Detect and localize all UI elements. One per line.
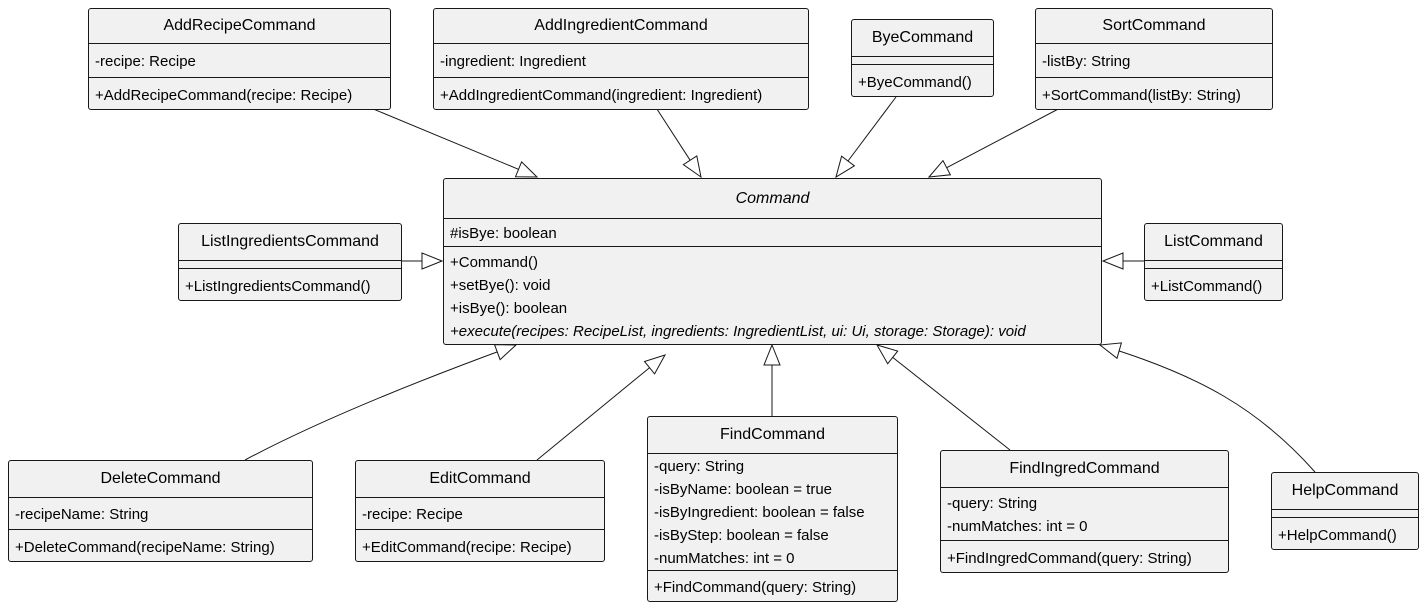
field-row: -numMatches: int = 0 — [654, 550, 795, 567]
field-row: #isBye: boolean — [450, 225, 557, 242]
class-name: AddIngredientCommand — [534, 17, 708, 34]
fields-section: -listBy: String — [1036, 43, 1272, 77]
method-row: +EditCommand(recipe: Recipe) — [362, 539, 572, 556]
class-name: DeleteCommand — [100, 470, 221, 487]
fields-section — [1272, 509, 1418, 517]
class-name: FindCommand — [720, 426, 825, 443]
inheritance-arrowhead-list-ingredients — [421, 252, 444, 270]
methods-section: +FindCommand(query: String) — [648, 570, 897, 603]
fields-section: -query: String -numMatches: int = 0 — [941, 487, 1228, 540]
method-row: +ListIngredientsCommand() — [185, 278, 371, 295]
inheritance-arrowhead-edit — [643, 354, 667, 375]
inheritance-line-delete — [244, 344, 517, 461]
fields-section — [852, 56, 993, 64]
class-find-command[interactable]: FindCommand -query: String -isByName: bool… — [647, 416, 898, 602]
method-row: +DeleteCommand(recipeName: String) — [15, 539, 275, 556]
field-row: -recipe: Recipe — [362, 506, 463, 523]
fields-section: -recipeName: String — [9, 497, 312, 529]
class-name: SortCommand — [1102, 17, 1206, 34]
method-row: +execute(recipes: RecipeList, ingredient… — [450, 323, 1026, 340]
class-bye-command[interactable]: ByeCommand +ByeCommand() — [851, 19, 994, 97]
class-add-recipe-command[interactable]: AddRecipeCommand -recipe: Recipe +AddRecip… — [88, 8, 391, 110]
method-row: +ListCommand() — [1151, 278, 1263, 295]
methods-section: +DeleteCommand(recipeName: String) — [9, 529, 312, 563]
field-row: -recipe: Recipe — [95, 53, 196, 70]
class-name: FindIngredCommand — [1009, 460, 1160, 477]
fields-section: -ingredient: Ingredient — [434, 43, 808, 77]
class-name: Command — [735, 190, 810, 207]
method-row: +AddRecipeCommand(recipe: Recipe) — [95, 87, 353, 104]
class-sort-command[interactable]: SortCommand -listBy: String +SortCommand(l… — [1035, 8, 1273, 110]
inheritance-line-add-recipe — [365, 105, 519, 170]
class-list-ingredients-command[interactable]: ListIngredientsCommand +ListIngredientsCo… — [178, 223, 402, 301]
method-row: +setBye(): void — [450, 277, 551, 294]
inheritance-arrowhead-find-ingred — [875, 344, 899, 365]
method-row: +FindCommand(query: String) — [654, 579, 857, 596]
class-add-ingredient-command[interactable]: AddIngredientCommand -ingredient: Ingredi… — [433, 8, 809, 110]
method-row: +isBye(): boolean — [450, 300, 568, 317]
fields-section — [1145, 260, 1282, 268]
method-row: +AddIngredientCommand(ingredient: Ingred… — [440, 87, 763, 104]
class-name: HelpCommand — [1291, 482, 1399, 499]
fields-section: -recipe: Recipe — [89, 43, 390, 77]
field-row: -query: String — [654, 458, 745, 475]
inheritance-line-edit — [536, 367, 650, 461]
field-row: -ingredient: Ingredient — [440, 53, 586, 70]
inheritance-line-sort — [946, 105, 1065, 169]
inheritance-arrowhead-add-recipe — [514, 161, 539, 178]
methods-section: +ListIngredientsCommand() — [179, 268, 401, 302]
class-help-command[interactable]: HelpCommand +HelpCommand() — [1271, 472, 1419, 550]
inheritance-line-find-ingred — [892, 357, 1011, 451]
method-row: +SortCommand(listBy: String) — [1042, 87, 1241, 104]
inheritance-line-help — [1099, 344, 1316, 473]
field-row: -isByIngredient: boolean = false — [654, 504, 865, 521]
methods-section: +ByeCommand() — [852, 64, 993, 98]
fields-section: -recipe: Recipe — [356, 497, 604, 529]
methods-section: +AddRecipeCommand(recipe: Recipe) — [89, 77, 390, 111]
inheritance-arrowhead-add-ingredient — [682, 155, 702, 179]
inheritance-arrowhead-bye — [835, 155, 856, 179]
fields-section — [179, 260, 401, 268]
class-edit-command[interactable]: EditCommand -recipe: Recipe +EditCommand(r… — [355, 460, 605, 562]
class-name: EditCommand — [429, 470, 531, 487]
methods-section: +HelpCommand() — [1272, 517, 1418, 551]
methods-section: +FindIngredCommand(query: String) — [941, 540, 1228, 574]
inheritance-arrowhead-delete — [493, 344, 518, 361]
methods-section: +EditCommand(recipe: Recipe) — [356, 529, 604, 563]
methods-section: +AddIngredientCommand(ingredient: Ingred… — [434, 77, 808, 111]
method-row: +ByeCommand() — [858, 74, 972, 91]
class-delete-command[interactable]: DeleteCommand -recipeName: String +DeleteC… — [8, 460, 313, 562]
class-list-command[interactable]: ListCommand +ListCommand() — [1144, 223, 1283, 301]
methods-section: +Command() +setBye(): void +isBye(): boole… — [444, 246, 1101, 346]
methods-section: +ListCommand() — [1145, 268, 1282, 302]
inheritance-line-add-ingredient — [654, 105, 691, 161]
field-row: -isByName: boolean = true — [654, 481, 833, 498]
class-name: ListCommand — [1164, 233, 1263, 250]
inheritance-arrowhead-list — [1101, 252, 1124, 270]
method-row: +Command() — [450, 254, 538, 271]
field-row: -isByStep: boolean = false — [654, 527, 829, 544]
inheritance-line-bye — [847, 96, 897, 162]
inheritance-arrowhead-sort — [927, 159, 952, 178]
class-command[interactable]: Command #isBye: boolean +Command() +setBye(… — [443, 178, 1102, 345]
class-name: ByeCommand — [871, 29, 974, 46]
field-row: -numMatches: int = 0 — [947, 518, 1088, 535]
inheritance-arrowhead-help — [1098, 342, 1123, 360]
field-row: -recipeName: String — [15, 506, 149, 523]
method-row: +FindIngredCommand(query: String) — [947, 550, 1192, 567]
field-row: -query: String — [947, 495, 1038, 512]
class-find-ingred-command[interactable]: FindIngredCommand -query: String -numMatch… — [940, 450, 1229, 573]
methods-section: +SortCommand(listBy: String) — [1036, 77, 1272, 111]
inheritance-arrowhead-find — [763, 343, 781, 366]
class-name: ListIngredientsCommand — [201, 233, 379, 250]
method-row: +HelpCommand() — [1278, 527, 1397, 544]
class-name: AddRecipeCommand — [163, 17, 316, 34]
field-row: -listBy: String — [1042, 53, 1131, 70]
fields-section: #isBye: boolean — [444, 218, 1101, 246]
fields-section: -query: String -isByName: boolean = true -… — [648, 453, 897, 570]
